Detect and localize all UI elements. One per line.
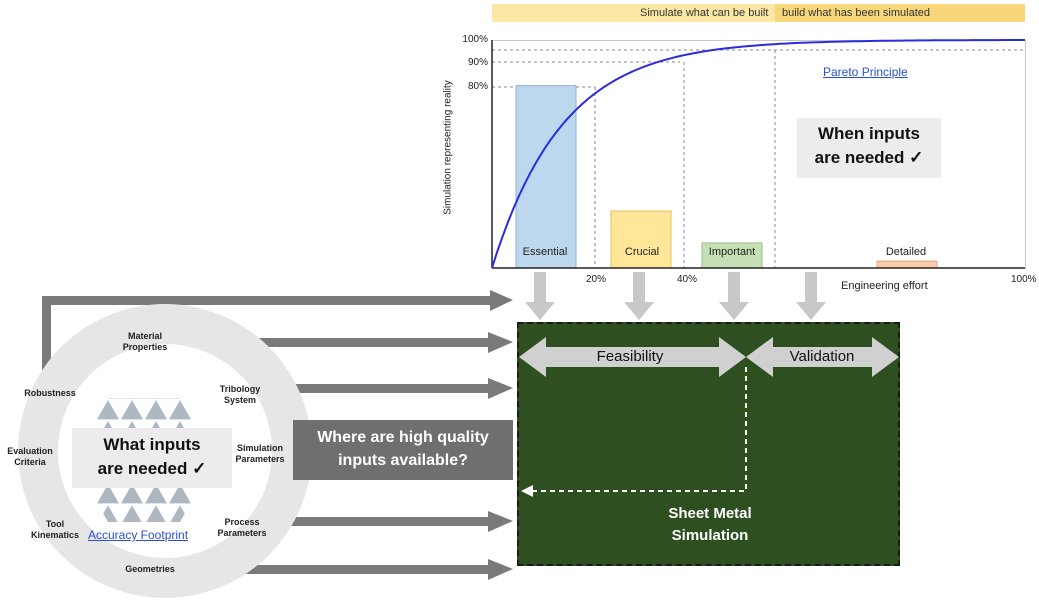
chart-xlabel: Engineering effort [841,280,928,292]
pareto-link[interactable]: Pareto Principle [823,65,908,79]
ytick-90: 90% [467,57,488,68]
label-robustness: Robustness [24,388,76,398]
accuracy-footprint-link[interactable]: Accuracy Footprint [88,528,189,542]
sim-title: Sheet Metal Simulation [620,503,800,547]
xtick-40: 40% [677,274,698,285]
sim-title-line2: Simulation [671,527,749,544]
bar-label-essential: Essential [522,246,568,258]
validation-label: Validation [789,348,855,365]
where-line1: Where are high quality [317,429,489,446]
feasibility-arrow [519,337,746,377]
xtick-20: 20% [586,274,607,285]
bar-label-important: Important [708,246,756,258]
what-line1: What inputs [103,435,201,454]
what-line2: are needed ✓ [97,459,207,478]
what-inputs-box: What inputs are needed ✓ [72,428,232,488]
down-arrows [525,272,826,320]
banner-left-text: Simulate what can be built [640,7,769,19]
ytick-100: 100% [462,34,488,45]
when-line1: When inputs [818,124,920,143]
feasibility-label: Feasibility [596,348,664,365]
bar-crucial [610,210,672,269]
chart-frame [492,40,1026,269]
xtick-100: 100% [1011,274,1037,285]
where-line2: inputs available? [338,452,468,469]
where-inputs-box: Where are high quality inputs available? [293,420,513,480]
feedback-line [530,367,747,492]
pareto-curve [491,39,1025,269]
bar-label-detailed: Detailed [885,246,927,258]
label-geometries: Geometries [125,564,175,574]
ytick-80: 80% [467,81,488,92]
input-arrows [42,290,513,580]
banner-right-text: build what has been simulated [782,7,930,19]
when-inputs-box: When inputs are needed ✓ [797,118,941,178]
bar-label-crucial: Crucial [624,246,660,258]
chart-guides [492,49,1025,268]
sim-title-line1: Sheet Metal [668,505,752,522]
validation-arrow [746,337,899,377]
feedback-arrowhead [521,485,533,497]
bar-essential [515,85,577,269]
banner-bar-highlight [775,4,1025,22]
bar-important [701,242,763,269]
when-line2: are needed ✓ [814,148,924,167]
